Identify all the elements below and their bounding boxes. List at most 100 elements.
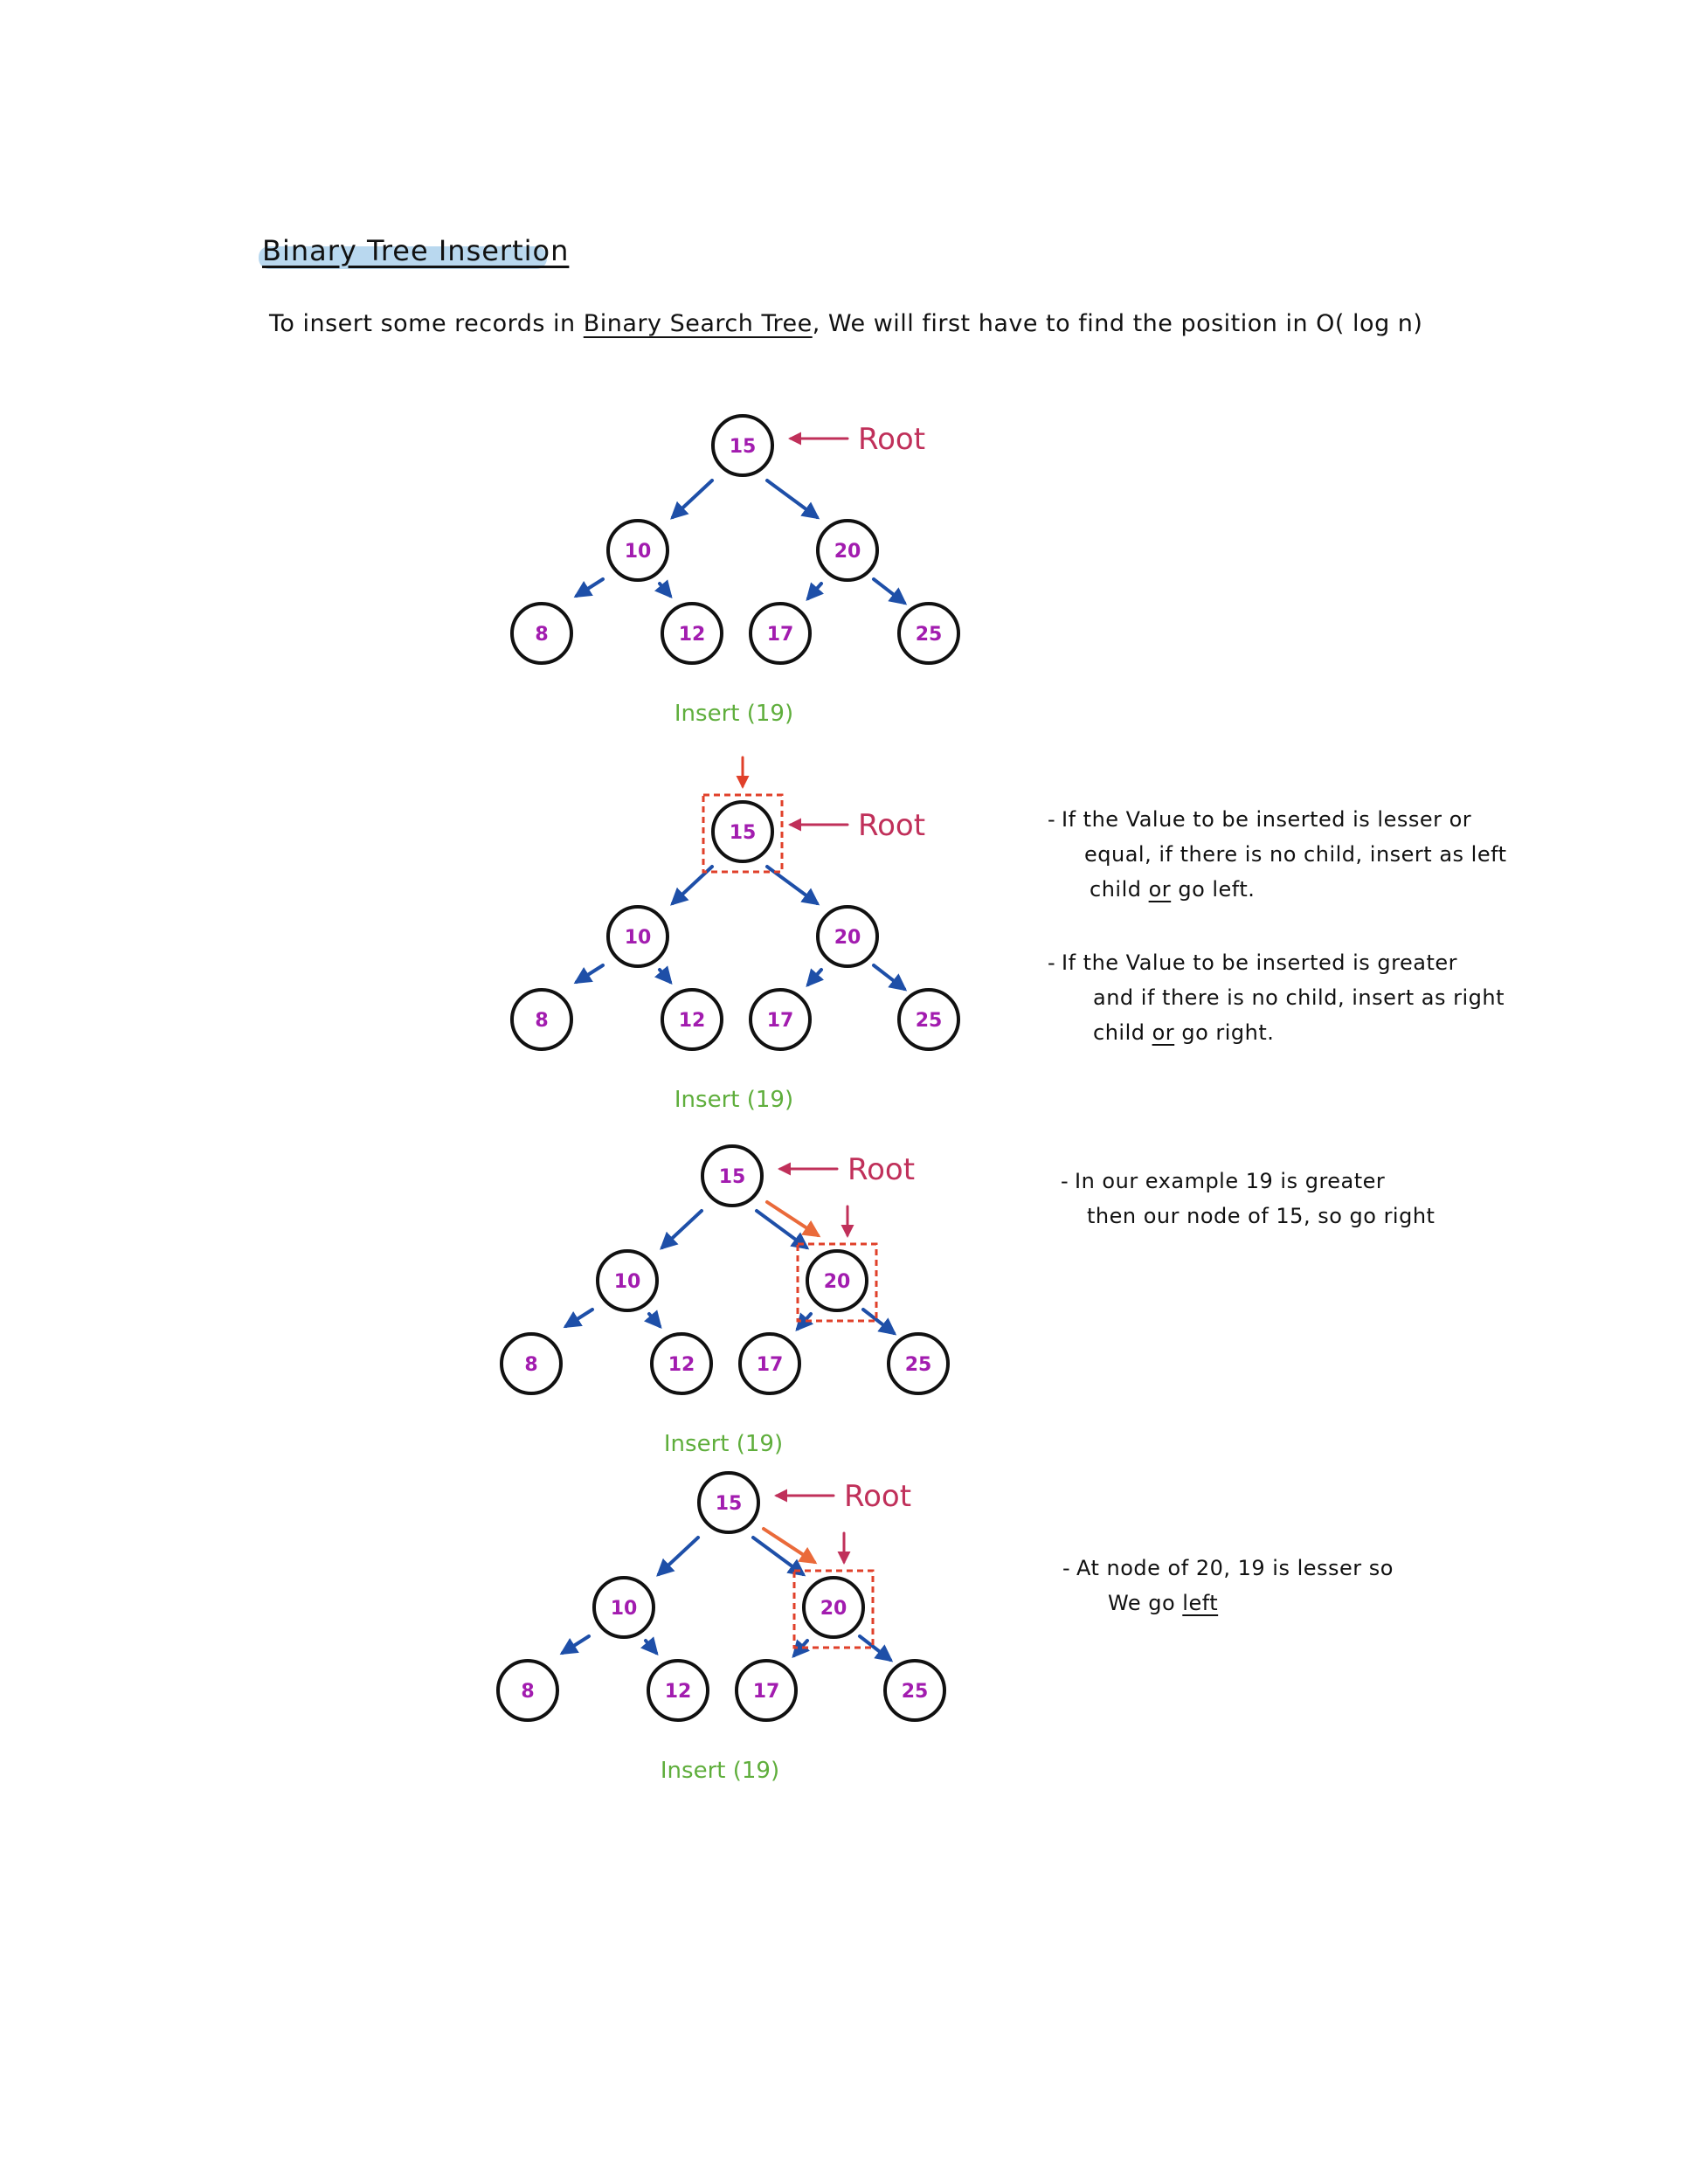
node-root	[701, 1144, 764, 1207]
node-left_left	[510, 602, 573, 665]
node-left_right	[647, 1659, 709, 1722]
node-right-label: 20	[834, 927, 861, 949]
edge-left-left_right	[654, 579, 673, 599]
edge-root-right	[751, 1536, 806, 1577]
edge-left-left_right	[643, 1310, 662, 1330]
node-left_left	[510, 988, 573, 1051]
edge-root-left	[656, 1536, 700, 1577]
node-right_right	[897, 602, 960, 665]
node-left	[592, 1576, 655, 1639]
note-word: go right.	[1181, 1020, 1275, 1045]
node-left-label: 10	[625, 927, 652, 949]
page-title-block: Binary Tree Insertion	[259, 234, 570, 269]
node-right_right-label: 25	[905, 1354, 932, 1376]
node-right_left-label: 17	[757, 1354, 784, 1376]
node-right-label: 20	[834, 541, 861, 563]
insert-label: Insert (19)	[675, 701, 793, 727]
node-left	[606, 905, 669, 968]
note-rule-lesser: - If the Value to be inserted is lesser …	[1048, 802, 1507, 907]
node-root	[711, 800, 774, 863]
root-label: Root	[858, 808, 925, 843]
note-line: child or go right.	[1062, 1015, 1505, 1050]
note-word: child	[1090, 877, 1142, 902]
node-left-label: 10	[614, 1271, 641, 1293]
edge-left-left_left	[573, 577, 605, 598]
node-right_right	[897, 988, 960, 1051]
node-right_right	[887, 1332, 950, 1395]
node-right_left	[749, 988, 812, 1051]
note-example: - In our example 19 is greater then our …	[1061, 1164, 1435, 1234]
node-right_left	[749, 602, 812, 665]
node-right_left	[735, 1659, 798, 1722]
node-right	[816, 519, 879, 582]
edge-left-left_right	[654, 965, 673, 985]
node-left	[606, 519, 669, 582]
note-word: We go	[1108, 1591, 1176, 1615]
note-line: At node of 20, 19 is lesser so	[1076, 1556, 1394, 1580]
intro-before: To insert some records in	[269, 310, 576, 337]
note-bullet: -	[1048, 807, 1056, 832]
node-left_left	[496, 1659, 559, 1722]
edge-left-left_left	[559, 1635, 591, 1655]
note-bullet: -	[1048, 950, 1056, 975]
note-word: go left.	[1178, 877, 1256, 902]
node-right_right	[883, 1659, 946, 1722]
node-left_left-label: 8	[524, 1354, 537, 1376]
note-line: then our node of 15, so go right	[1087, 1204, 1435, 1228]
root-label: Root	[847, 1152, 915, 1187]
edge-left-left_left	[563, 1308, 594, 1329]
current-node-box	[796, 1242, 878, 1323]
node-right	[802, 1576, 865, 1639]
node-right	[816, 905, 879, 968]
note-word-or: or	[1152, 1020, 1175, 1045]
edge-right-right_right	[872, 964, 908, 992]
node-right_left-label: 17	[753, 1681, 780, 1703]
page-title: Binary Tree Insertion	[262, 234, 570, 267]
note-rule-greater: - If the Value to be inserted is greater…	[1048, 945, 1505, 1050]
current-node-box	[702, 793, 784, 874]
edge-root-left	[660, 1209, 703, 1250]
path-arrow-root-right	[762, 1527, 818, 1565]
node-right_right-label: 25	[916, 1010, 943, 1032]
node-root-label: 15	[730, 822, 757, 844]
intro-sentence: To insert some records in Binary Search …	[269, 310, 1422, 337]
node-left_right-label: 12	[679, 624, 706, 646]
node-right_left	[738, 1332, 801, 1395]
node-root	[711, 414, 774, 477]
edge-left-left_right	[640, 1636, 659, 1656]
note-line: equal, if there is no child, insert as l…	[1084, 842, 1507, 867]
edge-right-right_right	[861, 1308, 897, 1336]
node-right	[806, 1249, 868, 1312]
node-left_right-label: 12	[679, 1010, 706, 1032]
node-left_right-label: 12	[668, 1354, 695, 1376]
node-left	[596, 1249, 659, 1312]
node-root-label: 15	[719, 1166, 746, 1188]
edge-right-right_left	[806, 968, 825, 987]
note-bullet: -	[1062, 1556, 1071, 1580]
edge-right-right_right	[872, 577, 908, 605]
note-node20: - At node of 20, 19 is lesser so We go l…	[1062, 1551, 1394, 1621]
note-line: and if there is no child, insert as righ…	[1093, 985, 1505, 1010]
node-left_right	[650, 1332, 713, 1395]
note-line: If the Value to be inserted is lesser or	[1062, 807, 1472, 832]
intro-term: Binary Search Tree	[583, 310, 813, 337]
node-left-label: 10	[611, 1598, 638, 1620]
node-left_left	[500, 1332, 563, 1395]
node-left_right	[661, 602, 723, 665]
insert-label: Insert (19)	[661, 1758, 779, 1784]
edge-root-left	[670, 479, 714, 520]
title-highlight	[259, 246, 547, 269]
node-right_left-label: 17	[767, 1010, 794, 1032]
edge-right-right_left	[806, 582, 825, 601]
node-left-label: 10	[625, 541, 652, 563]
note-word-or: or	[1148, 877, 1172, 902]
note-word: child	[1093, 1020, 1145, 1045]
note-line: We go left	[1076, 1586, 1394, 1621]
edge-left-left_left	[573, 964, 605, 985]
edge-right-right_left	[795, 1312, 814, 1331]
node-root	[697, 1471, 760, 1534]
edge-root-right	[755, 1209, 810, 1250]
insert-label: Insert (19)	[664, 1431, 783, 1457]
edge-root-right	[765, 479, 820, 520]
